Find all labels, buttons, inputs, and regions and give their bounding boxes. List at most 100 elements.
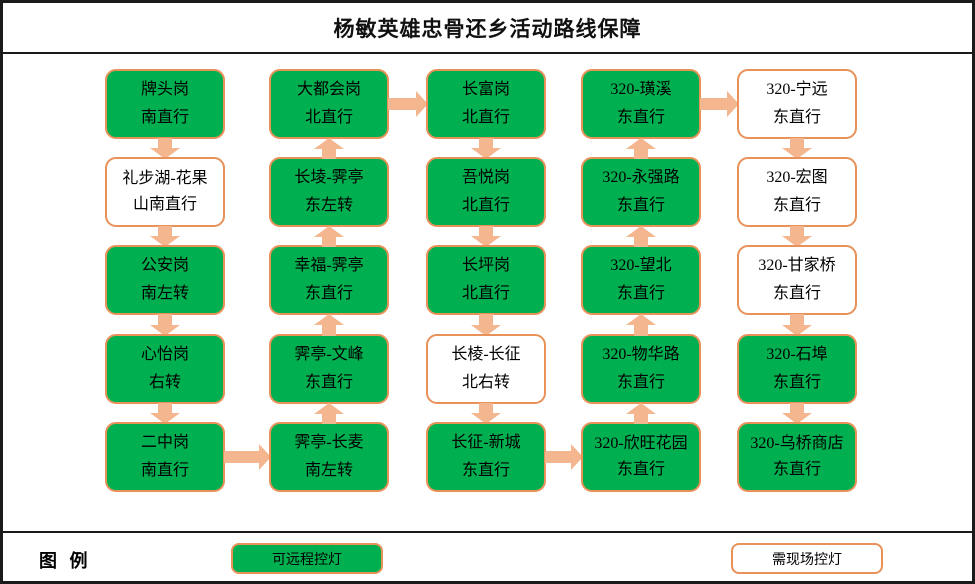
flow-arrow-down-icon <box>150 138 180 159</box>
route-node: 320-宏图东直行 <box>737 157 857 227</box>
node-action: 北直行 <box>304 108 353 126</box>
flow-arrow-up-icon <box>626 314 656 336</box>
route-node: 幸福-霁亭东直行 <box>269 245 389 315</box>
route-node: 牌头岗南直行 <box>105 69 225 139</box>
node-action: 东直行 <box>616 284 665 302</box>
node-action: 北右转 <box>461 373 510 391</box>
flow-arrow-down-icon <box>150 226 180 247</box>
node-action: 东直行 <box>304 373 353 391</box>
node-action: 东直行 <box>304 284 353 302</box>
route-node: 长棱-长征北右转 <box>426 334 546 404</box>
node-action: 东直行 <box>461 461 510 479</box>
route-node: 霁亭-长麦南左转 <box>269 422 389 492</box>
node-location: 霁亭-长麦 <box>294 433 364 451</box>
route-node: 320-甘家桥东直行 <box>737 245 857 315</box>
route-node: 320-璜溪东直行 <box>581 69 701 139</box>
route-node: 长坪岗北直行 <box>426 245 546 315</box>
diagram-canvas: 牌头岗南直行礼步湖-花果山南直行公安岗南左转心怡岗右转二中岗南直行大都会岗北直行… <box>3 56 972 531</box>
node-location: 公安岗 <box>140 256 189 274</box>
node-action: 东直行 <box>772 373 821 391</box>
node-action: 南直行 <box>140 461 189 479</box>
node-location: 320-永强路 <box>602 168 680 186</box>
node-location: 长富岗 <box>461 80 510 98</box>
node-location: 320-石埠 <box>766 345 828 363</box>
node-action: 南左转 <box>140 284 189 302</box>
node-action: 东直行 <box>616 373 665 391</box>
flow-arrow-down-icon <box>782 138 812 159</box>
flow-arrow-right-icon <box>388 91 428 117</box>
flow-arrow-down-icon <box>782 226 812 247</box>
flow-arrow-right-icon <box>700 91 739 117</box>
node-action: 南直行 <box>140 108 189 126</box>
node-action: 东直行 <box>616 196 665 214</box>
flow-arrow-down-icon <box>782 314 812 336</box>
node-location: 320-甘家桥 <box>758 256 836 274</box>
legend-title: 图 例 <box>39 551 92 571</box>
node-action: 东直行 <box>616 108 665 126</box>
flow-arrow-up-icon <box>626 138 656 159</box>
node-action: 北直行 <box>461 284 510 302</box>
page-title: 杨敏英雄忠骨还乡活动路线保障 <box>333 17 642 41</box>
flow-arrow-down-icon <box>782 403 812 424</box>
node-location: 长棱-长征 <box>451 345 521 363</box>
route-node: 长征-新城东直行 <box>426 422 546 492</box>
route-node: 心怡岗右转 <box>105 334 225 404</box>
flow-arrow-up-icon <box>314 403 344 424</box>
flow-arrow-right-icon <box>545 444 583 470</box>
route-node: 吾悦岗北直行 <box>426 157 546 227</box>
flow-arrow-down-icon <box>150 314 180 336</box>
legend-remote-control-sample: 可远程控灯 <box>231 543 383 574</box>
route-node: 320-望北东直行 <box>581 245 701 315</box>
legend-onsite-control-sample: 需现场控灯 <box>731 543 883 574</box>
node-location: 牌头岗 <box>140 80 189 98</box>
node-location: 320-物华路 <box>602 345 680 363</box>
node-action: 北直行 <box>461 196 510 214</box>
node-action: 东直行 <box>772 196 821 214</box>
flow-arrow-up-icon <box>626 226 656 247</box>
node-location: 320-宁远 <box>766 80 828 98</box>
route-node: 320-乌桥商店东直行 <box>737 422 857 492</box>
node-location: 320-望北 <box>610 256 672 274</box>
route-node: 大都会岗北直行 <box>269 69 389 139</box>
route-node: 公安岗南左转 <box>105 245 225 315</box>
node-location: 长堎-霁亭 <box>294 168 364 186</box>
title-band: 杨敏英雄忠骨还乡活动路线保障 <box>3 3 972 54</box>
flow-arrow-right-icon <box>224 444 271 470</box>
route-node: 320-宁远东直行 <box>737 69 857 139</box>
node-location: 心怡岗 <box>140 345 189 363</box>
flow-arrow-down-icon <box>471 314 501 336</box>
flow-arrow-down-icon <box>150 403 180 424</box>
route-node: 长堎-霁亭东左转 <box>269 157 389 227</box>
node-location: 320-宏图 <box>766 168 828 186</box>
flow-arrow-up-icon <box>626 403 656 424</box>
node-location: 二中岗 <box>140 433 189 451</box>
flow-arrow-up-icon <box>314 226 344 247</box>
node-location: 幸福-霁亭 <box>294 256 364 274</box>
route-node: 霁亭-文峰东直行 <box>269 334 389 404</box>
node-location: 霁亭-文峰 <box>294 345 364 363</box>
flow-arrow-down-icon <box>471 138 501 159</box>
node-action: 南左转 <box>304 461 353 479</box>
route-node: 二中岗南直行 <box>105 422 225 492</box>
node-action: 东直行 <box>772 284 821 302</box>
route-node: 礼步湖-花果山南直行 <box>105 157 225 227</box>
node-location: 320-璜溪 <box>610 80 672 98</box>
legend-remote-label: 可远程控灯 <box>272 552 342 568</box>
node-location: 长坪岗 <box>461 256 510 274</box>
route-node: 长富岗北直行 <box>426 69 546 139</box>
legend-onsite-label: 需现场控灯 <box>772 552 842 568</box>
legend-band: 图 例 可远程控灯 需现场控灯 <box>3 531 972 581</box>
flow-arrow-up-icon <box>314 314 344 336</box>
node-location: 长征-新城 <box>451 433 521 451</box>
route-node: 320-欣旺花园东直行 <box>581 422 701 492</box>
flow-arrow-up-icon <box>314 138 344 159</box>
node-action: 东直行 <box>772 108 821 126</box>
node-action: 北直行 <box>461 108 510 126</box>
node-action: 东左转 <box>304 196 353 214</box>
flow-arrow-down-icon <box>471 226 501 247</box>
route-node: 320-物华路东直行 <box>581 334 701 404</box>
flow-arrow-down-icon <box>471 403 501 424</box>
node-action: 右转 <box>148 373 181 391</box>
node-location: 吾悦岗 <box>461 168 510 186</box>
